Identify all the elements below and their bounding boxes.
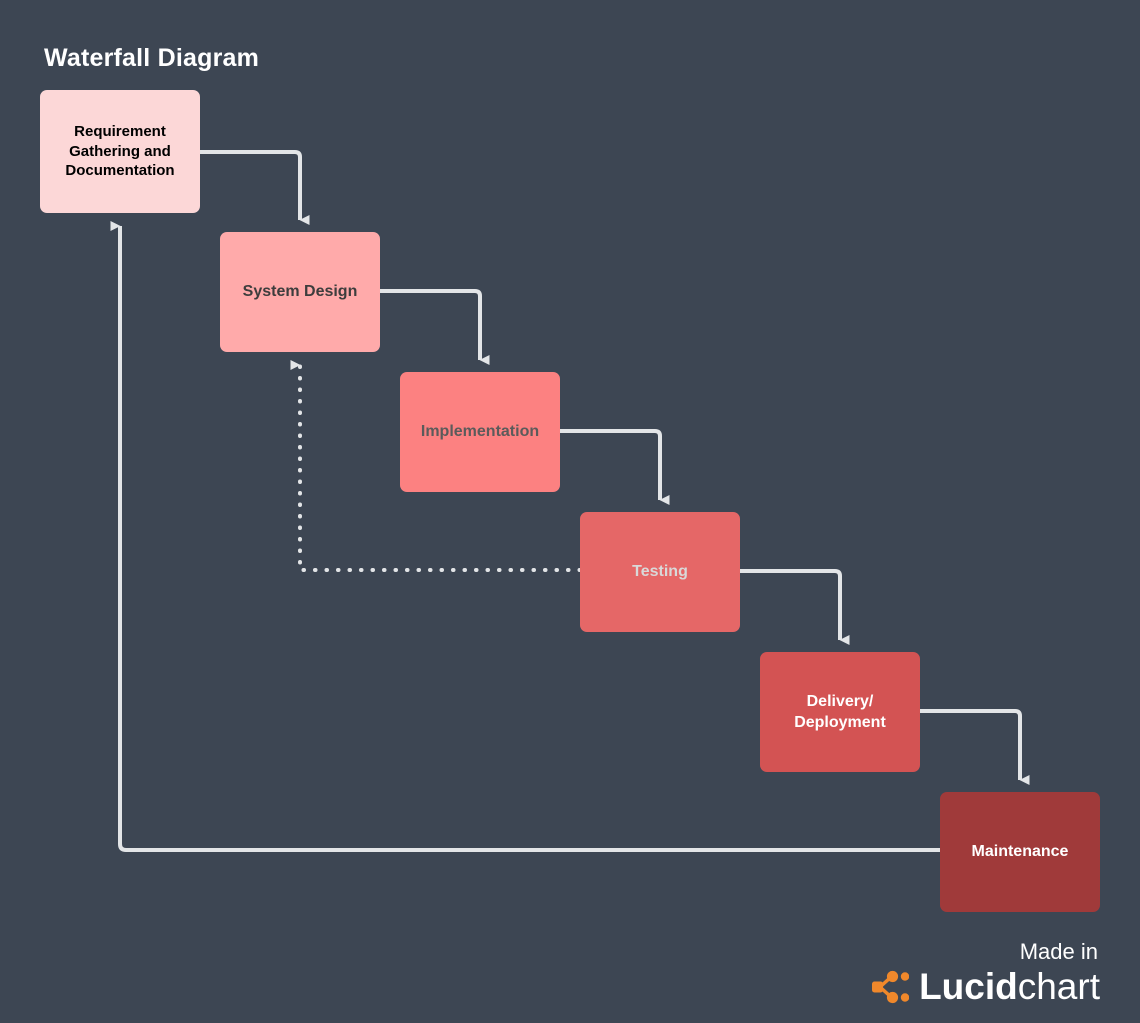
page-title: Waterfall Diagram [44, 44, 260, 72]
made-in-label: Made in [1019, 938, 1098, 964]
node-testing[interactable]: Testing [580, 512, 740, 632]
node-label: Delivery/ Deployment [794, 692, 886, 731]
node-label: Maintenance [971, 843, 1069, 861]
node-label: Testing [632, 563, 688, 581]
node-system-design[interactable]: System Design [220, 232, 380, 352]
node-label: System Design [242, 283, 358, 301]
node-label: Implementation [420, 423, 540, 441]
lucidchart-branding: Made in Lucidchart [871, 938, 1100, 1005]
connector-requirement-to-system-design [200, 150, 310, 225]
lucidchart-wordmark-chart: chart [1017, 966, 1100, 1007]
node-maintenance[interactable]: Maintenance [940, 792, 1100, 912]
node-label: Requirement Gathering and Documentation [65, 122, 175, 180]
lucidchart-wordmark: Lucidchart [919, 968, 1100, 1005]
connector-system-design-to-implementation [380, 289, 490, 365]
node-delivery-deployment[interactable]: Delivery/ Deployment [760, 652, 920, 772]
lucidchart-logo-icon [872, 970, 910, 1003]
connector-delivery-to-maintenance [920, 709, 1030, 785]
lucidchart-logo-row: Lucidchart [871, 968, 1100, 1005]
lucidchart-wordmark-lucid: Lucid [919, 966, 1018, 1007]
node-implementation[interactable]: Implementation [400, 372, 560, 492]
connector-implementation-to-testing [560, 429, 670, 505]
connector-testing-to-delivery [740, 569, 850, 645]
node-requirement-gathering-and-documentation[interactable]: Requirement Gathering and Documentation [40, 90, 200, 213]
